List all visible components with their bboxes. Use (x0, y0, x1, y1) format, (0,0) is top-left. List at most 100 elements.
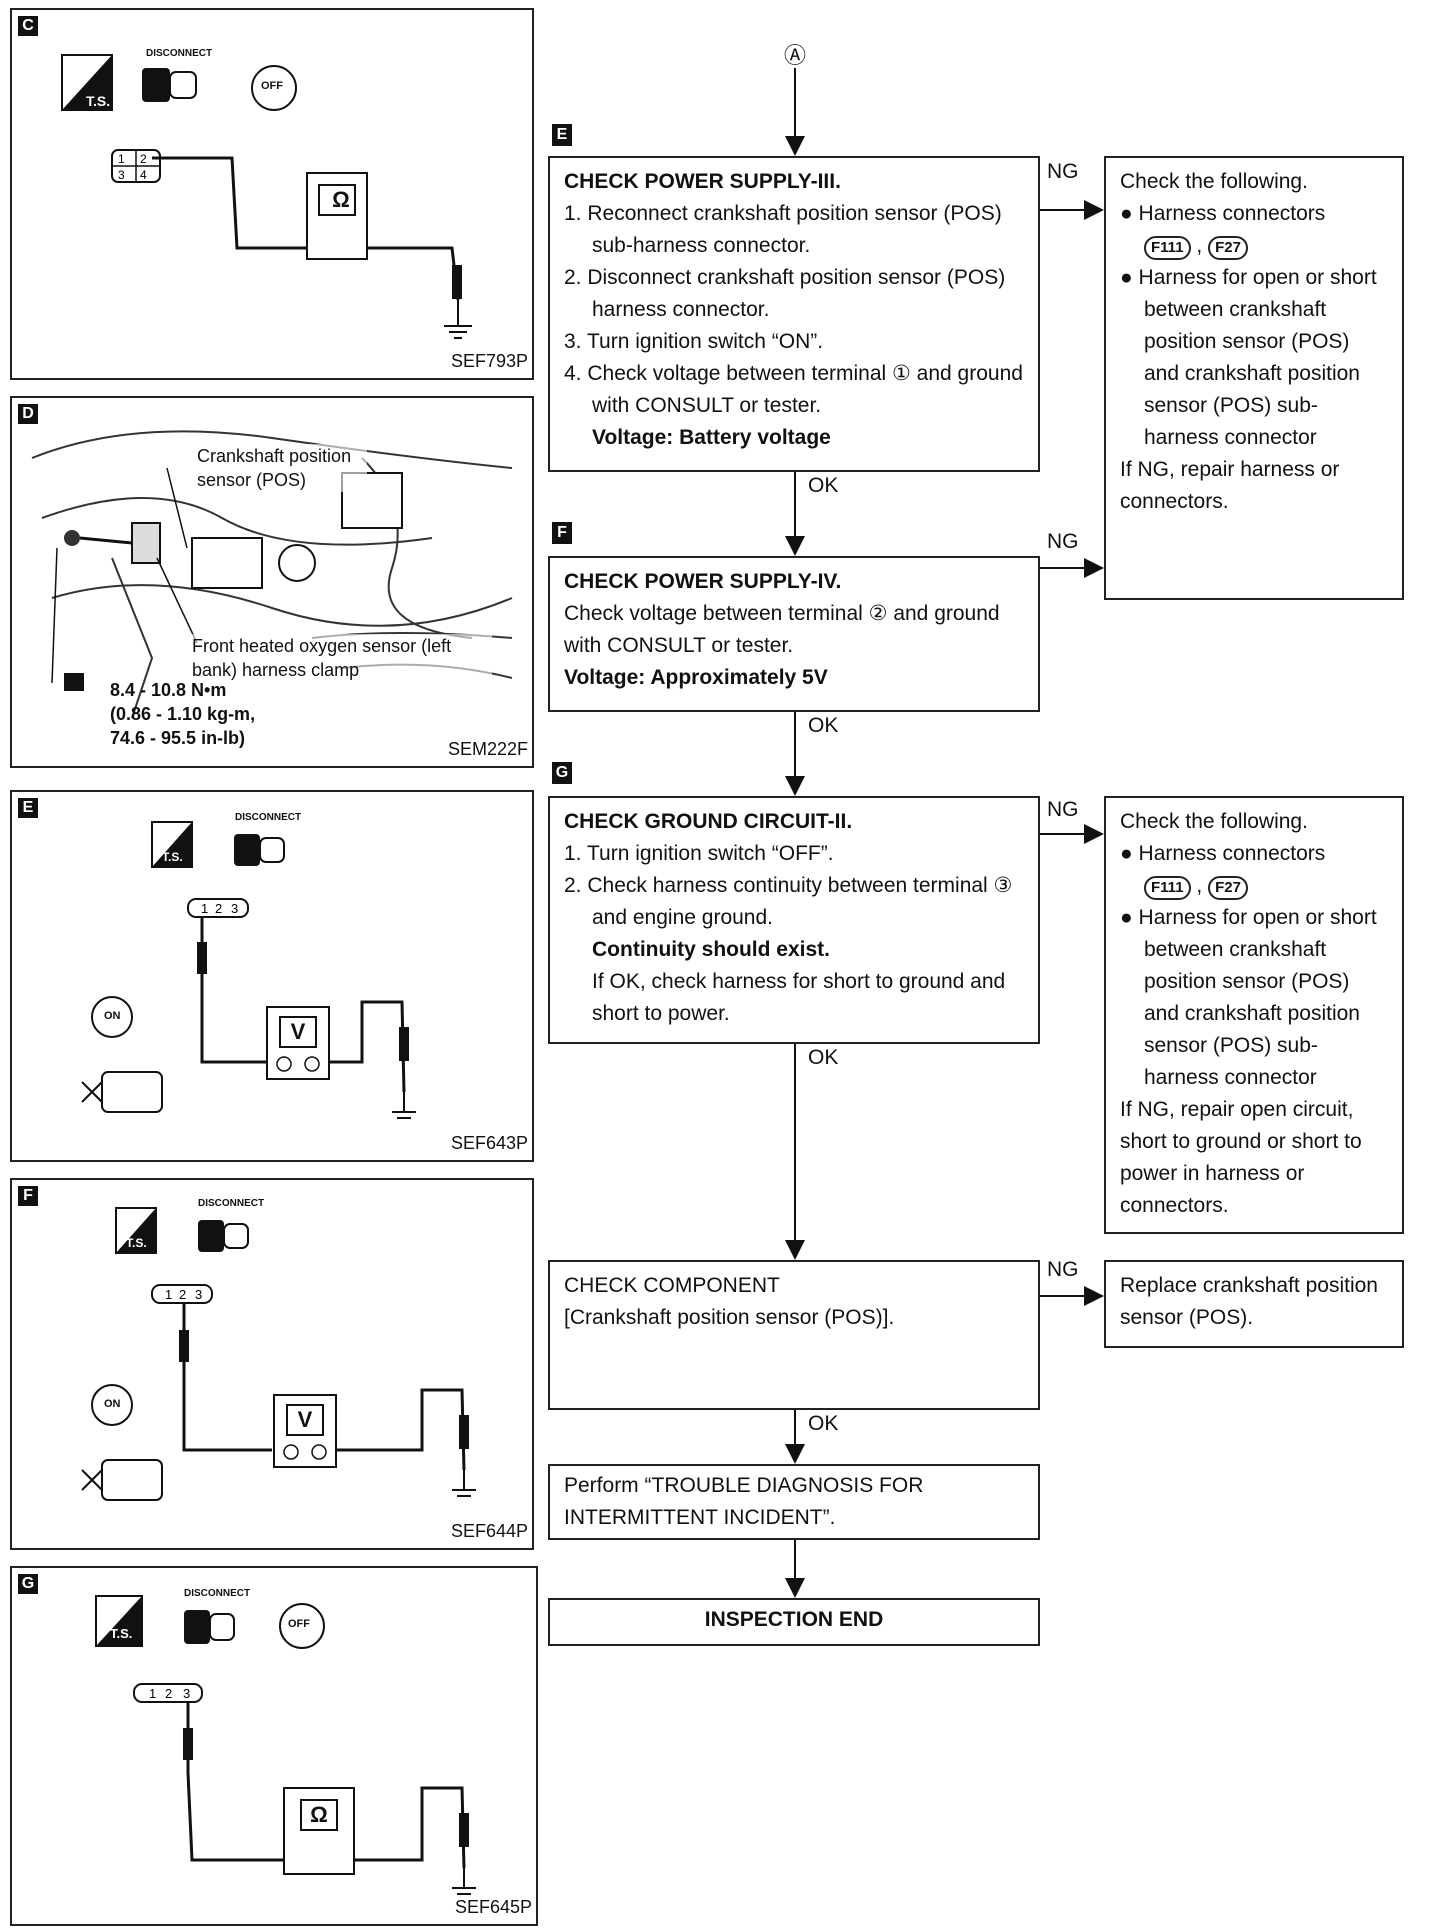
step-letter-e: E (552, 124, 572, 146)
ok-label: OK (808, 1412, 839, 1435)
step-f-title: CHECK POWER SUPPLY-IV. (564, 570, 842, 593)
ng-2-bullet-harness: ● Harness for open or short between cran… (1120, 906, 1377, 1089)
step-f-text: Check voltage between terminal ② and gro… (564, 602, 1000, 657)
svg-text:2: 2 (140, 152, 147, 166)
ignition-key-icon (91, 996, 133, 1038)
ignition-key-icon (279, 1603, 325, 1649)
voltmeter (266, 1006, 330, 1080)
svg-text:2: 2 (215, 901, 222, 916)
key-label: ON (104, 1398, 121, 1410)
ts-label: T.S. (110, 1626, 133, 1641)
key-label: ON (104, 1010, 121, 1022)
step-g-result: Continuity should exist. (592, 938, 831, 961)
voltmeter (273, 1394, 337, 1468)
figure-code: SEF643P (450, 1133, 528, 1153)
disconnect-connector-icon (184, 1610, 235, 1644)
step-f-result: Voltage: Approximately 5V (564, 666, 828, 689)
ok-label: OK (808, 714, 839, 737)
ohmmeter (306, 172, 368, 260)
ts-icon (95, 1595, 143, 1647)
step-e-item: 1. Reconnect crankshaft position sensor … (564, 202, 1002, 257)
ng-1-head: Check the following. (1120, 170, 1308, 193)
callout-oxygen-sensor-clamp: Front heated oxygen sensor (left bank) h… (192, 634, 492, 682)
ng-label: NG (1047, 160, 1079, 183)
step-f-box: CHECK POWER SUPPLY-IV. Check voltage bet… (548, 556, 1040, 712)
ng-2-b2: Harness for open or short between cranks… (1138, 906, 1377, 1089)
svg-text:1: 1 (118, 152, 125, 166)
disconnect-label: DISCONNECT (146, 48, 213, 59)
ng-1-b2: Harness for open or short between cranks… (1138, 266, 1377, 449)
disconnect-connector-icon (198, 1220, 249, 1252)
panel-letter: E (18, 798, 38, 818)
svg-text:3: 3 (195, 1287, 202, 1302)
figure-code: SEF645P (454, 1897, 532, 1917)
meter-symbol: V (290, 1019, 306, 1044)
svg-text:T.S.: T.S. (86, 93, 110, 109)
panel-letter: F (18, 1186, 38, 1206)
ohmmeter (283, 1787, 355, 1875)
svg-text:1: 1 (201, 901, 208, 916)
step-g-title: CHECK GROUND CIRCUIT-II. (564, 810, 853, 833)
component-title: CHECK COMPONENT (564, 1274, 780, 1297)
svg-text:4: 4 (140, 168, 147, 182)
step-e-item: 3. Turn ignition switch “ON”. (564, 330, 824, 353)
meter-symbol: Ω (310, 1802, 328, 1827)
svg-text:1: 1 (149, 1686, 156, 1701)
step-letter-g: G (552, 762, 572, 784)
svg-text:3: 3 (118, 168, 125, 182)
step-letter-f: F (552, 522, 572, 544)
ng-2-b1: Harness connectors (1138, 842, 1326, 865)
step-e-title: CHECK POWER SUPPLY-III. (564, 170, 841, 193)
connector-badge: F27 (1208, 876, 1248, 900)
ts-icon (151, 821, 193, 868)
step-e-item: 4. Check voltage between terminal ① and … (564, 362, 1023, 417)
torque-line-3: 74.6 - 95.5 in-lb) (110, 728, 246, 748)
ts-label: T.S. (162, 850, 183, 864)
step-e-box: CHECK POWER SUPPLY-III. 1. Reconnect cra… (548, 156, 1040, 472)
ng-label: NG (1047, 530, 1079, 553)
panel-letter: C (18, 16, 38, 36)
svg-text:3: 3 (183, 1686, 190, 1701)
ng-3-text: Replace crankshaft position sensor (POS)… (1120, 1274, 1378, 1329)
step-g-note: If OK, check harness for short to ground… (592, 970, 1006, 1025)
ng-1-tail: If NG, repair harness or connectors. (1120, 458, 1340, 513)
disconnect-label: DISCONNECT (235, 812, 302, 823)
step-e-item: 2. Disconnect crankshaft position sensor… (564, 266, 1006, 321)
ok-label: OK (808, 1046, 839, 1069)
ng-1-bullet-harness: ● Harness for open or short between cran… (1120, 266, 1377, 449)
callout-crankshaft-sensor: Crankshaft position sensor (POS) (197, 444, 367, 492)
connector-badge: F111 (1144, 236, 1191, 260)
ng-box-1: Check the following. ● Harness connector… (1104, 156, 1404, 600)
meter-symbol: Ω (332, 187, 350, 212)
ignition-key-icon (251, 65, 297, 111)
engine-running-icon (81, 1459, 163, 1501)
figure-code: SEF793P (450, 351, 528, 371)
engine-illustration (31, 430, 513, 719)
ng-1-connectors: F111 , F27 (1120, 230, 1388, 262)
key-label: OFF (261, 80, 283, 92)
inspection-end-text: INSPECTION END (704, 1608, 884, 1631)
component-text: [Crankshaft position sensor (POS)]. (564, 1306, 895, 1329)
panel-c: C T.S. 1 2 3 4 (10, 8, 534, 380)
svg-text:3: 3 (231, 901, 238, 916)
inspection-end-box: INSPECTION END (548, 1598, 1040, 1646)
ng-1-bullet-connectors: ● Harness connectors (1120, 202, 1326, 225)
ts-label: T.S. (126, 1236, 147, 1250)
ng-2-connectors: F111 , F27 (1120, 870, 1388, 902)
connector-badge: F27 (1208, 236, 1248, 260)
component-box: CHECK COMPONENT [Crankshaft position sen… (548, 1260, 1040, 1410)
ng-2-head: Check the following. (1120, 810, 1308, 833)
perform-box: Perform “TROUBLE DIAGNOSIS FOR INTERMITT… (548, 1464, 1040, 1540)
sensor-connector: 1 2 3 4 (111, 149, 161, 183)
step-g-item: 1. Turn ignition switch “OFF”. (564, 842, 834, 865)
svg-text:2: 2 (165, 1686, 172, 1701)
meter-diagram: T.S. 1 2 3 4 (61, 54, 472, 339)
connector-badge: F111 (1144, 876, 1191, 900)
ng-1-b1: Harness connectors (1138, 202, 1326, 225)
